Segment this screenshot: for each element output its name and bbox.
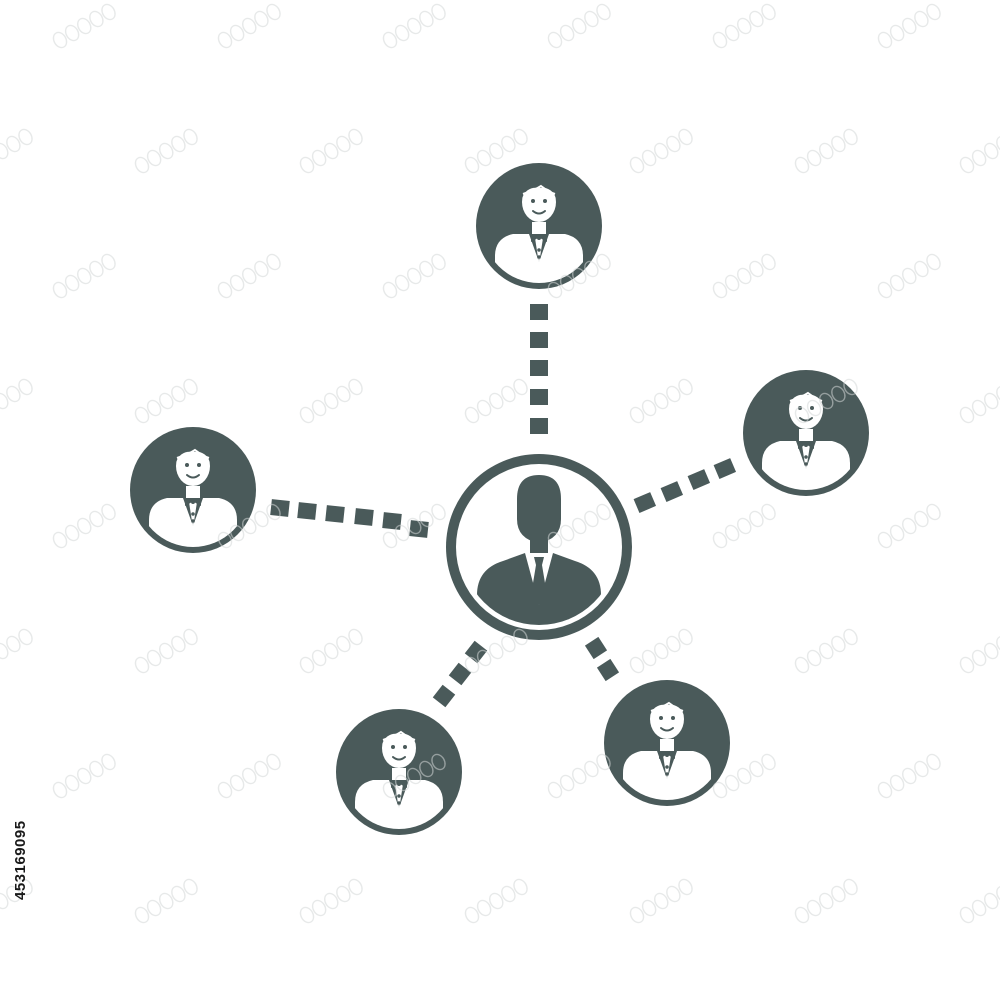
- connector-bottom-left: [432, 640, 488, 708]
- person-bowtie-icon: [476, 163, 602, 289]
- person-bowtie-icon: [743, 370, 869, 496]
- peer-node-left: [130, 427, 256, 553]
- person-bowtie-icon: [604, 680, 730, 806]
- person-bowtie-icon: [130, 427, 256, 553]
- peer-node-bottom-right: [604, 680, 730, 806]
- connector-bottom-right: [584, 636, 620, 682]
- peer-node-top: [476, 163, 602, 289]
- person-bowtie-icon: [336, 709, 462, 835]
- connector-left: [270, 499, 429, 538]
- connector-top: [530, 304, 548, 434]
- hub-node: [446, 454, 632, 640]
- businessman-tie-icon: [477, 475, 601, 625]
- peer-node-bottom-left: [336, 709, 462, 835]
- peer-node-right: [743, 370, 869, 496]
- connector-right: [633, 458, 737, 513]
- stock-id-label: 453169095: [12, 820, 29, 900]
